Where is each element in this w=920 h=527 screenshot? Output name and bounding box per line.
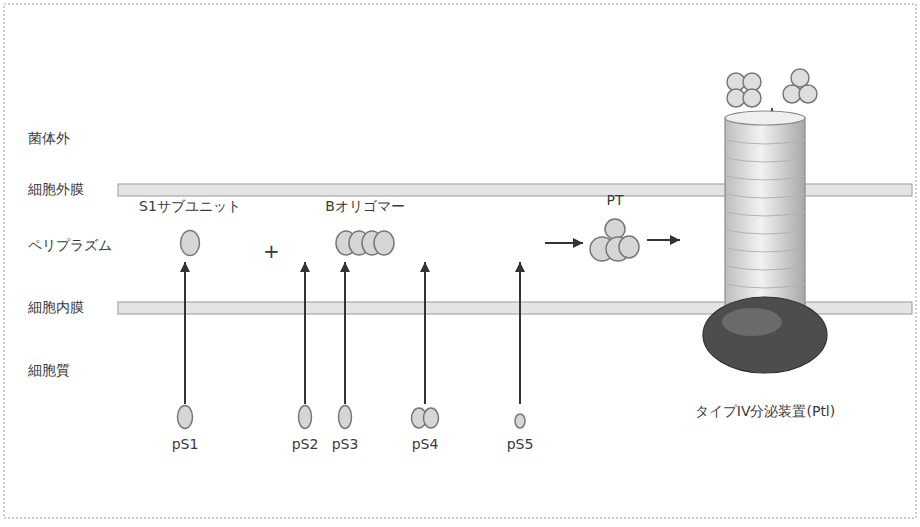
precursor-node: pS4 (405, 404, 445, 456)
frame-border (4, 4, 916, 518)
protein-shape (410, 404, 440, 430)
protein-shape (337, 404, 353, 430)
precursor-node: pS2 (288, 404, 323, 456)
node-label: Bオリゴマー (325, 198, 405, 215)
plus-sign: + (263, 243, 280, 260)
region-label: ペリプラズム (28, 237, 112, 254)
subunit-node: S1サブユニット (135, 198, 245, 262)
node-label: S1サブユニット (139, 198, 241, 215)
node-label: PT (607, 192, 624, 209)
released-toxin (783, 69, 817, 103)
protein-shape (587, 217, 643, 263)
arrow-connector (647, 239, 680, 241)
arrow-connector (424, 262, 426, 404)
precursor-node: pS3 (328, 404, 363, 456)
arrow-connector (545, 242, 583, 244)
arrow-connector (184, 262, 186, 404)
region-label: 細胞外膜 (28, 181, 84, 198)
region-label: 菌体外 (28, 130, 70, 147)
oligomer-node: Bオリゴマー (300, 198, 545, 262)
node-label: pS4 (412, 436, 439, 453)
region-label: 細胞質 (28, 362, 70, 379)
secretion-apparatus: タイプIV分泌装置(Ptl) (680, 110, 850, 420)
node-label: pS5 (507, 436, 534, 453)
node-label: pS1 (172, 436, 199, 453)
node-label: タイプIV分泌装置(Ptl) (695, 403, 835, 420)
precursor-node: pS5 (503, 404, 538, 456)
protein-shape (297, 404, 313, 430)
node-label: pS3 (332, 436, 359, 453)
protein-shape (176, 404, 194, 430)
node-label: pS2 (292, 436, 319, 453)
region-label: 細胞内膜 (28, 299, 84, 316)
released-toxin (727, 73, 761, 107)
toxin-node: PT (583, 192, 647, 264)
precursor-node: pS1 (167, 404, 203, 456)
arrow-connector (344, 262, 346, 404)
arrow-connector (304, 262, 306, 404)
protein-shape (513, 404, 527, 430)
arrow-connector (519, 262, 521, 404)
protein-shape (334, 229, 396, 257)
secretion-apparatus-drawing (680, 110, 850, 420)
protein-shape (179, 229, 201, 257)
